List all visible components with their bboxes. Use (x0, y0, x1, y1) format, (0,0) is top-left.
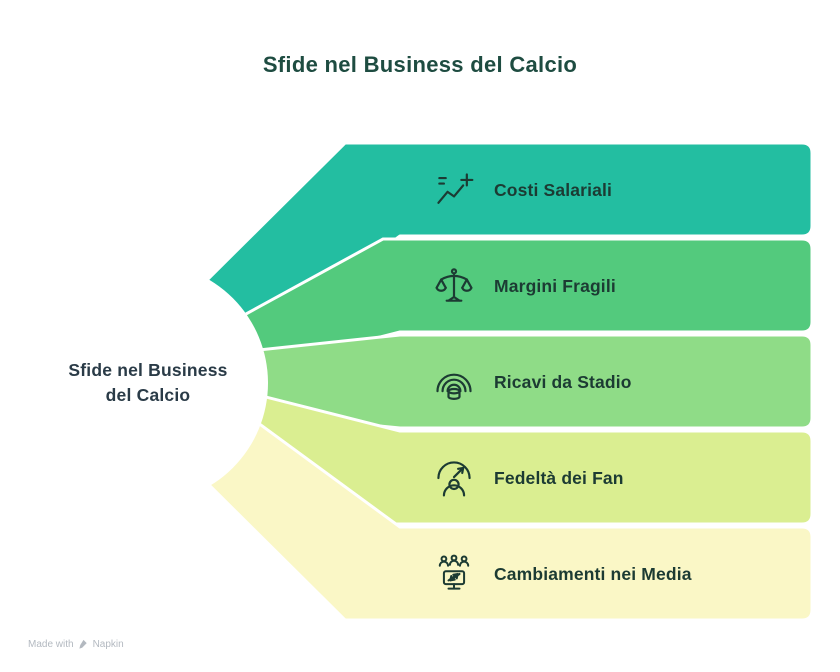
band-row-margini-fragili: Margini Fragili (432, 262, 616, 310)
band-label: Fedeltà dei Fan (494, 467, 624, 488)
band-row-cambiamenti-nei-media: Cambiamenti nei Media (432, 550, 692, 598)
band-shape-ricavi-da-stadio (238, 333, 814, 430)
watermark-brand: Napkin (92, 639, 124, 650)
stadium-icon (436, 373, 472, 400)
band-shape-fedelta-dei-fan (233, 391, 814, 526)
center-circle-label-line1: Sfide nel Business (68, 359, 228, 380)
band-row-costi-salariali: Costi Salariali (432, 166, 612, 214)
band-label: Ricavi da Stadio (494, 371, 632, 392)
balance-scale-icon (435, 268, 473, 302)
band-label: Costi Salariali (494, 179, 612, 200)
band-shape-costi-salariali (203, 141, 814, 348)
napkin-pen-icon (78, 639, 87, 649)
band-row-ricavi-da-stadio: Ricavi da Stadio (432, 358, 632, 406)
fan-gauge-icon (437, 461, 471, 497)
center-circle-label-line2: del Calcio (105, 385, 191, 405)
watermark-prefix: Made with (28, 639, 74, 650)
page-title: Sfide nel Business del Calcio (262, 52, 578, 77)
media-audience-icon (438, 554, 470, 590)
band-row-fedelta-dei-fan: Fedeltà dei Fan (432, 454, 624, 502)
chart-plus-icon (437, 173, 474, 204)
watermark: Made with Napkin (28, 639, 124, 650)
band-label: Cambiamenti nei Media (494, 563, 692, 584)
band-label: Margini Fragili (494, 275, 616, 296)
center-circle: Sfide nel Business del Calcio (28, 263, 268, 503)
band-shape-cambiamenti-nei-media (203, 415, 814, 622)
